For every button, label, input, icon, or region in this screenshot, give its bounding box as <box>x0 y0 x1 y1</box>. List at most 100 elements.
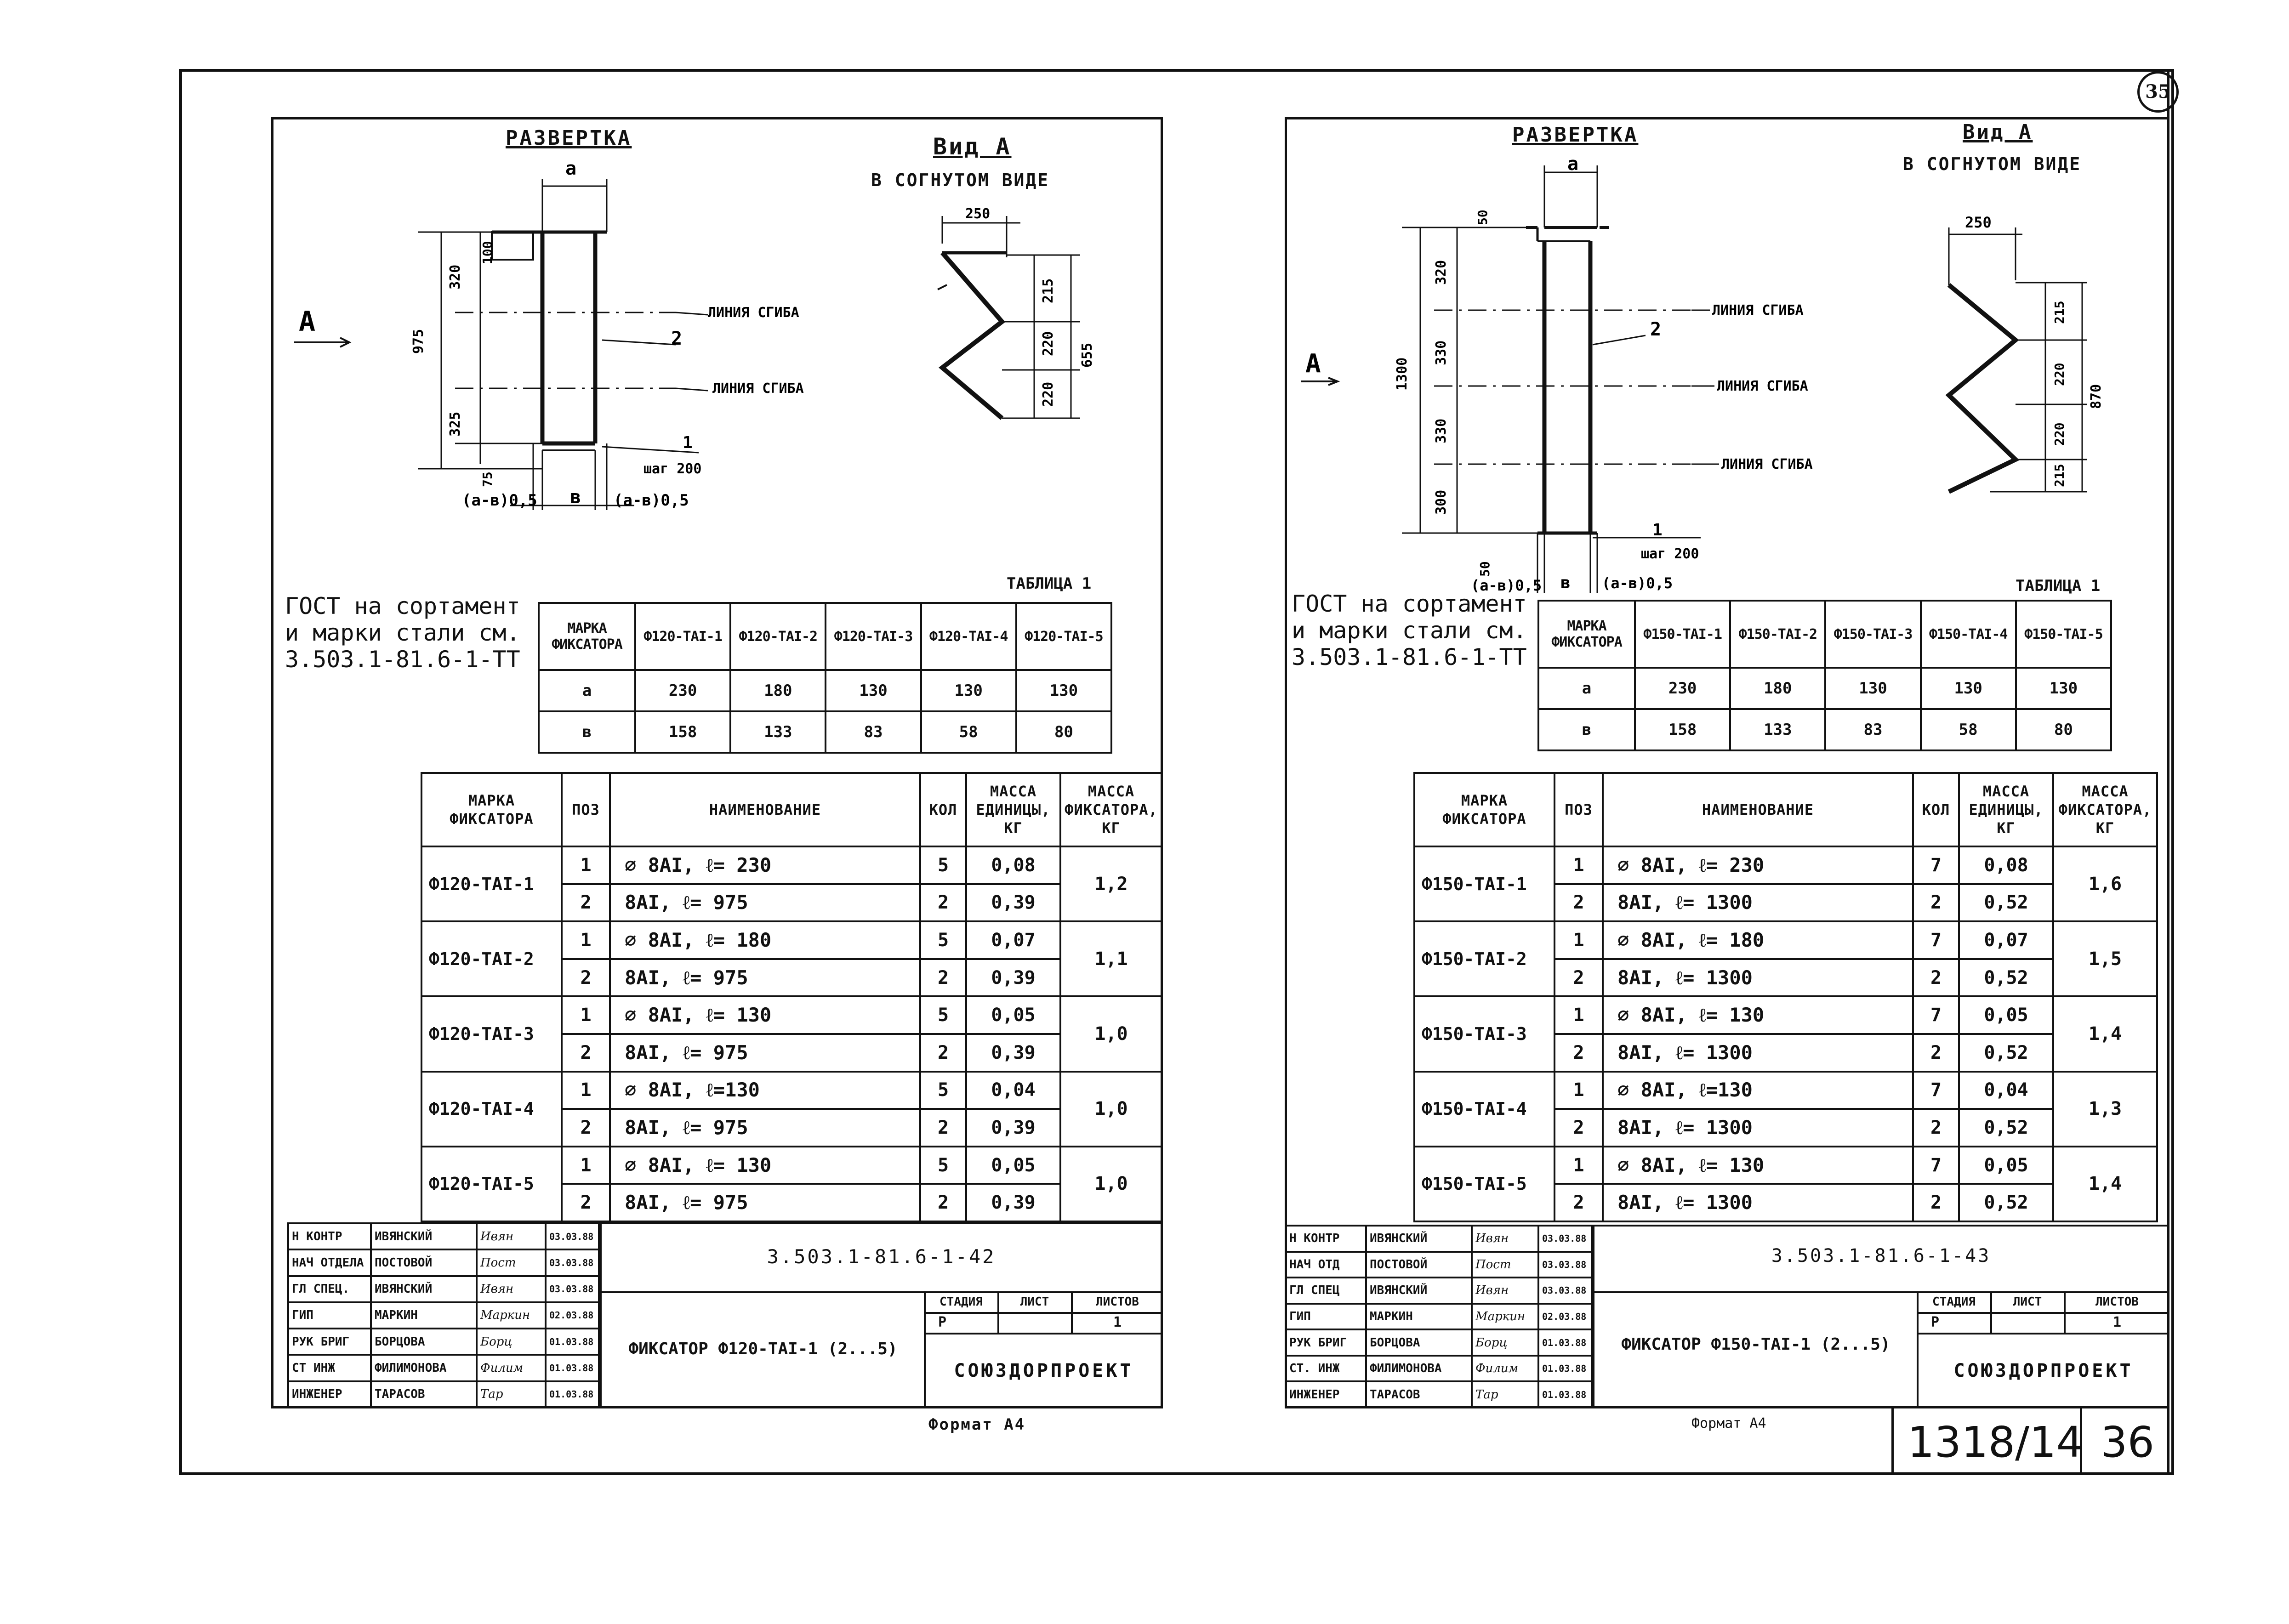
archive-number: 1318/14 <box>1908 1418 2084 1467</box>
outer-sheet <box>179 69 2174 1475</box>
left-bend-line-1: ЛИНИЯ СГИБА <box>708 305 799 321</box>
right-spec-head-qty: КОЛ <box>1912 772 1960 847</box>
right-pos-2: 2 <box>1650 319 1661 340</box>
right-spec-table: МАРКА ФИКСАТОРА ПОЗ НАИМЕНОВАНИЕ КОЛ МАС… <box>1413 772 2158 1223</box>
right-dim-a: а <box>1567 153 1578 175</box>
right-table1-caption: ТАБЛИЦА 1 <box>2016 577 2101 595</box>
right-pos-1: 1 <box>1652 521 1663 539</box>
left-pos-2: 2 <box>671 328 682 349</box>
right-spec-head-name: НАИМЕНОВАНИЕ <box>1602 772 1914 847</box>
right-dim-320: 320 <box>1433 260 1449 285</box>
right-bend-line-1: ЛИНИЯ СГИБА <box>1712 302 1804 318</box>
left-dim-mid: 325 <box>447 412 463 437</box>
left-table1-caption: ТАБЛИЦА 1 <box>1007 574 1092 593</box>
left-view-dim-215: 215 <box>1040 278 1056 303</box>
left-title-unfold: РАЗВЕРТКА <box>506 126 632 150</box>
left-spec-head-unit-mass: МАССА ЕДИНИЦЫ, КГ <box>965 772 1061 847</box>
right-dim-330a: 330 <box>1433 341 1449 365</box>
right-spec-head-pos: ПОЗ <box>1554 772 1604 847</box>
page-number-circle: 35 <box>2137 71 2179 113</box>
left-format-label: Формат А4 <box>928 1415 1026 1434</box>
right-organization: СОЮЗДОРПРОЕКТ <box>1953 1360 2134 1381</box>
right-bent-view-drawing: 250 215 220 220 215 870 <box>1945 214 2104 494</box>
left-stage-table-lines <box>924 1312 1163 1314</box>
right-gost-note: ГОСТ на сортамент и марки стали см. 3.50… <box>1292 591 1527 670</box>
right-table1-col: Ф150-ТАI-5 <box>2015 600 2112 669</box>
left-bend-line-2: ЛИНИЯ СГИБА <box>712 380 804 397</box>
left-spec-head-name: НАИМЕНОВАНИЕ <box>609 772 921 847</box>
left-dim-top: 320 <box>447 265 463 290</box>
left-table1-col: Ф120-ТАI-4 <box>920 602 1017 671</box>
right-view-dim-220b: 220 <box>2052 422 2067 446</box>
left-dim-b: в <box>570 487 581 508</box>
right-dim-total: 1300 <box>1394 358 1410 391</box>
left-title-view: Вид А <box>933 133 1012 160</box>
left-table1-col: Ф120-ТАI-3 <box>825 602 922 671</box>
right-stage-table-lines <box>2064 1291 2066 1333</box>
left-view-dim-250: 250 <box>965 206 990 222</box>
left-doc-code: 3.503.1-81.6-1-42 <box>767 1245 996 1268</box>
right-dim-330b: 330 <box>1433 419 1449 443</box>
left-spec-head-qty: КОЛ <box>919 772 967 847</box>
left-bent-view-drawing: 250 215 220 220 655 <box>937 206 1095 420</box>
right-table1-col: Ф150-ТАI-2 <box>1729 600 1827 669</box>
left-spec-head-fix-mass: МАССА ФИКСАТОРА, КГ <box>1059 772 1163 847</box>
right-stage-table-lines <box>1990 1291 1992 1333</box>
left-spec-head-pos: ПОЗ <box>561 772 611 847</box>
right-dim-300: 300 <box>1433 490 1449 515</box>
right-spec-head-mark: МАРКА ФИКСАТОРА <box>1413 772 1555 847</box>
right-doc-code: 3.503.1-81.6-1-43 <box>1771 1245 1991 1266</box>
left-view-subtitle: В СОГНУТОМ ВИДЕ <box>871 170 1050 190</box>
left-table1-head: МАРКА ФИКСАТОРА <box>538 602 636 671</box>
right-view-dim-215a: 215 <box>2052 301 2067 324</box>
right-unfold-drawing: а А 1300 320 330 330 300 50 50 ЛИНИЯ СГИ… <box>1301 153 1813 593</box>
right-table1-col: Ф150-ТАI-1 <box>1634 600 1731 669</box>
right-sheet-header: ЛИСТ <box>2013 1295 2042 1309</box>
left-stamp-vline <box>924 1291 926 1408</box>
left-pos-1: 1 <box>683 433 693 452</box>
right-stamp-box <box>1593 1225 2169 1408</box>
right-dim-50-top: 50 <box>1475 210 1490 225</box>
right-dim-ab-right: (а-в)0,5 <box>1602 574 1673 592</box>
archive-page: 36 <box>2101 1418 2155 1467</box>
right-bend-line-2: ЛИНИЯ СГИБА <box>1717 378 1808 394</box>
table-row: а 230 180 130 130 130 <box>538 669 1113 712</box>
right-drawing-title: ФИКСАТОР Ф150-ТАI-1 (2...5) <box>1621 1335 1890 1354</box>
left-stage-header: СТАДИЯ <box>940 1295 983 1309</box>
archive-box <box>1891 1408 2169 1475</box>
left-drawing-title: ФИКСАТОР Ф120-ТАI-1 (2...5) <box>628 1340 898 1358</box>
left-sheets-header: ЛИСТОВ <box>1096 1295 1139 1309</box>
left-sheet-header: ЛИСТ <box>1020 1295 1049 1309</box>
right-spec-head-unit-mass: МАССА ЕДИНИЦЫ, КГ <box>1958 772 2054 847</box>
right-sheets-value: 1 <box>2112 1314 2122 1330</box>
left-table1-col: Ф120-ТАI-5 <box>1015 602 1113 671</box>
right-dim-ab-left: (а-в)0,5 <box>1471 577 1542 593</box>
left-dim-75: 75 <box>480 471 495 487</box>
right-format-label: Формат А4 <box>1691 1415 1766 1431</box>
